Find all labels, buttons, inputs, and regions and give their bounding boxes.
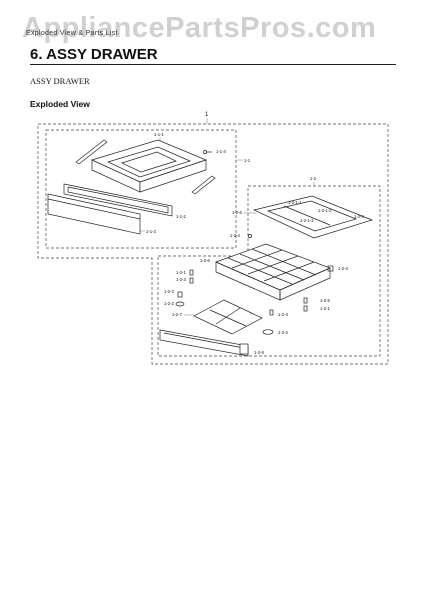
- callout-1-2-2: 1-2-2: [164, 301, 174, 306]
- callout-1-2-4-right: 1-2-4: [338, 266, 348, 271]
- callout-1-2-3a: 1-2-3: [176, 277, 186, 282]
- callout-1-2-1a: 1-2-1: [176, 270, 186, 275]
- fasteners-left: [189, 269, 194, 284]
- foot-bottom-right: [262, 329, 274, 335]
- callout-1-1-2: 1-1-2: [176, 214, 186, 219]
- screw-1-2-4: [248, 234, 252, 238]
- callout-1-2-5: 1-2-5: [320, 298, 330, 303]
- screw-1-1-4: [203, 150, 212, 154]
- page-title: 6. ASSY DRAWER: [30, 46, 158, 63]
- callout-1-2-2b: 1-2-2: [278, 330, 288, 335]
- assembly-boundary: [37, 123, 389, 365]
- callout-1-2-1-3: 1-2-1-3: [300, 218, 314, 223]
- callout-1-2-7: 1-2-7: [172, 312, 182, 317]
- callout-assy: 1: [205, 112, 209, 118]
- callout-1-2-4-left: 1-2-4: [230, 233, 240, 238]
- callout-1-2-4-top: 1-2-4: [354, 214, 364, 219]
- section-header: Exploded View & Parts List: [26, 30, 118, 37]
- callout-1-1: 1-1: [244, 158, 251, 163]
- page-subtitle: ASSY DRAWER: [30, 76, 90, 86]
- callout-1-2-6b: 1-2-6: [200, 258, 210, 263]
- title-rule: [30, 64, 396, 65]
- drawer-assy-boundary: [45, 129, 237, 249]
- watermark: AppliancePartsPros.com: [22, 12, 377, 44]
- base-plate: [193, 299, 263, 335]
- front-trim: [159, 329, 249, 357]
- fasteners-right: [303, 297, 308, 312]
- callout-1-2-1-2: 1-2-1-2: [318, 208, 332, 213]
- callout-1-1-4: 1-1-4: [216, 149, 226, 154]
- callout-1-2-1b: 1-2-1: [320, 306, 330, 311]
- drawer-tray: [91, 139, 207, 193]
- drawer-front-frame: [63, 183, 173, 217]
- callout-1-1-3: 1-1-3: [146, 229, 156, 234]
- callout-1-2-6: 1-2-6: [232, 210, 242, 215]
- callout-1-2-3b: 1-2-3: [164, 289, 174, 294]
- grid-rack: [215, 243, 331, 301]
- screw-bottom: [269, 309, 274, 316]
- upper-frame: [252, 195, 374, 239]
- drawer-front-panel: [47, 193, 141, 235]
- callout-1-2-8: 1-2-8: [254, 350, 264, 355]
- left-slide: [75, 139, 108, 165]
- callout-1-2: 1-2: [310, 176, 317, 181]
- right-slide: [191, 175, 216, 195]
- callout-1-2-1-1: 1-2-1-1: [288, 200, 302, 205]
- feet-left: [175, 291, 185, 307]
- callout-1-1-1: 1-1-1: [154, 132, 164, 137]
- callout-1-2-3c: 1-2-3: [278, 312, 288, 317]
- view-label: Exploded View: [30, 99, 90, 109]
